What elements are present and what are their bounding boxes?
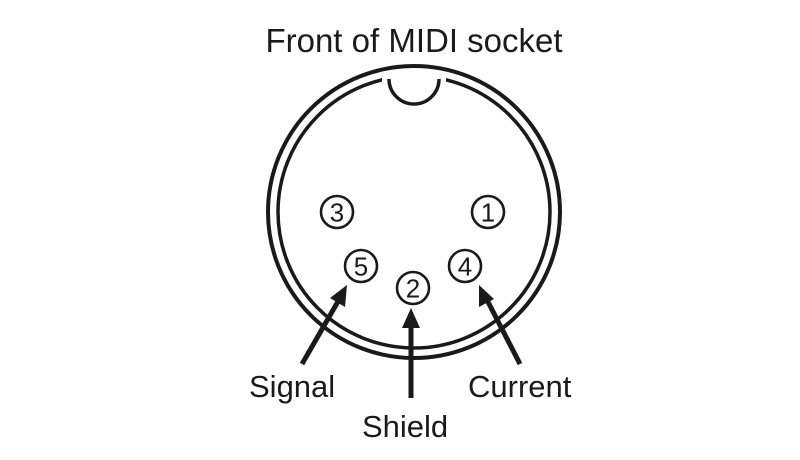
pin-1: 1 bbox=[470, 194, 506, 230]
socket-key-notch-mask bbox=[382, 74, 446, 90]
current-arrow-shaft bbox=[483, 296, 523, 366]
socket-outer-ring bbox=[266, 64, 562, 360]
pin-4-circle bbox=[447, 248, 483, 284]
pin-2-circle bbox=[395, 270, 431, 306]
signal-arrow-head bbox=[330, 285, 347, 307]
pin-3-circle bbox=[319, 194, 355, 230]
current-arrow-head bbox=[479, 285, 494, 307]
diagram-title: Front of MIDI socket bbox=[265, 22, 562, 59]
pin-3: 3 bbox=[319, 194, 355, 230]
current-arrow bbox=[479, 285, 523, 366]
pin-4-number: 4 bbox=[458, 252, 472, 282]
pin-5: 5 bbox=[343, 248, 379, 284]
socket-key-notch bbox=[387, 78, 441, 106]
current-label: Current bbox=[468, 369, 572, 404]
shield-arrow-head bbox=[402, 308, 420, 328]
pin-2-number: 2 bbox=[406, 274, 420, 304]
shield-label: Shield bbox=[362, 409, 448, 444]
signal-arrow-shaft bbox=[299, 296, 343, 366]
pin-1-circle bbox=[470, 194, 506, 230]
pin-2: 2 bbox=[395, 270, 431, 306]
pin-5-circle bbox=[343, 248, 379, 284]
pin-5-number: 5 bbox=[354, 252, 368, 282]
signal-arrow bbox=[299, 285, 347, 366]
pin-4: 4 bbox=[447, 248, 483, 284]
pin-1-number: 1 bbox=[481, 198, 495, 228]
signal-label: Signal bbox=[249, 369, 335, 404]
socket-inner-ring bbox=[276, 74, 552, 350]
pin-3-number: 3 bbox=[330, 198, 344, 228]
shield-arrow bbox=[402, 308, 420, 398]
